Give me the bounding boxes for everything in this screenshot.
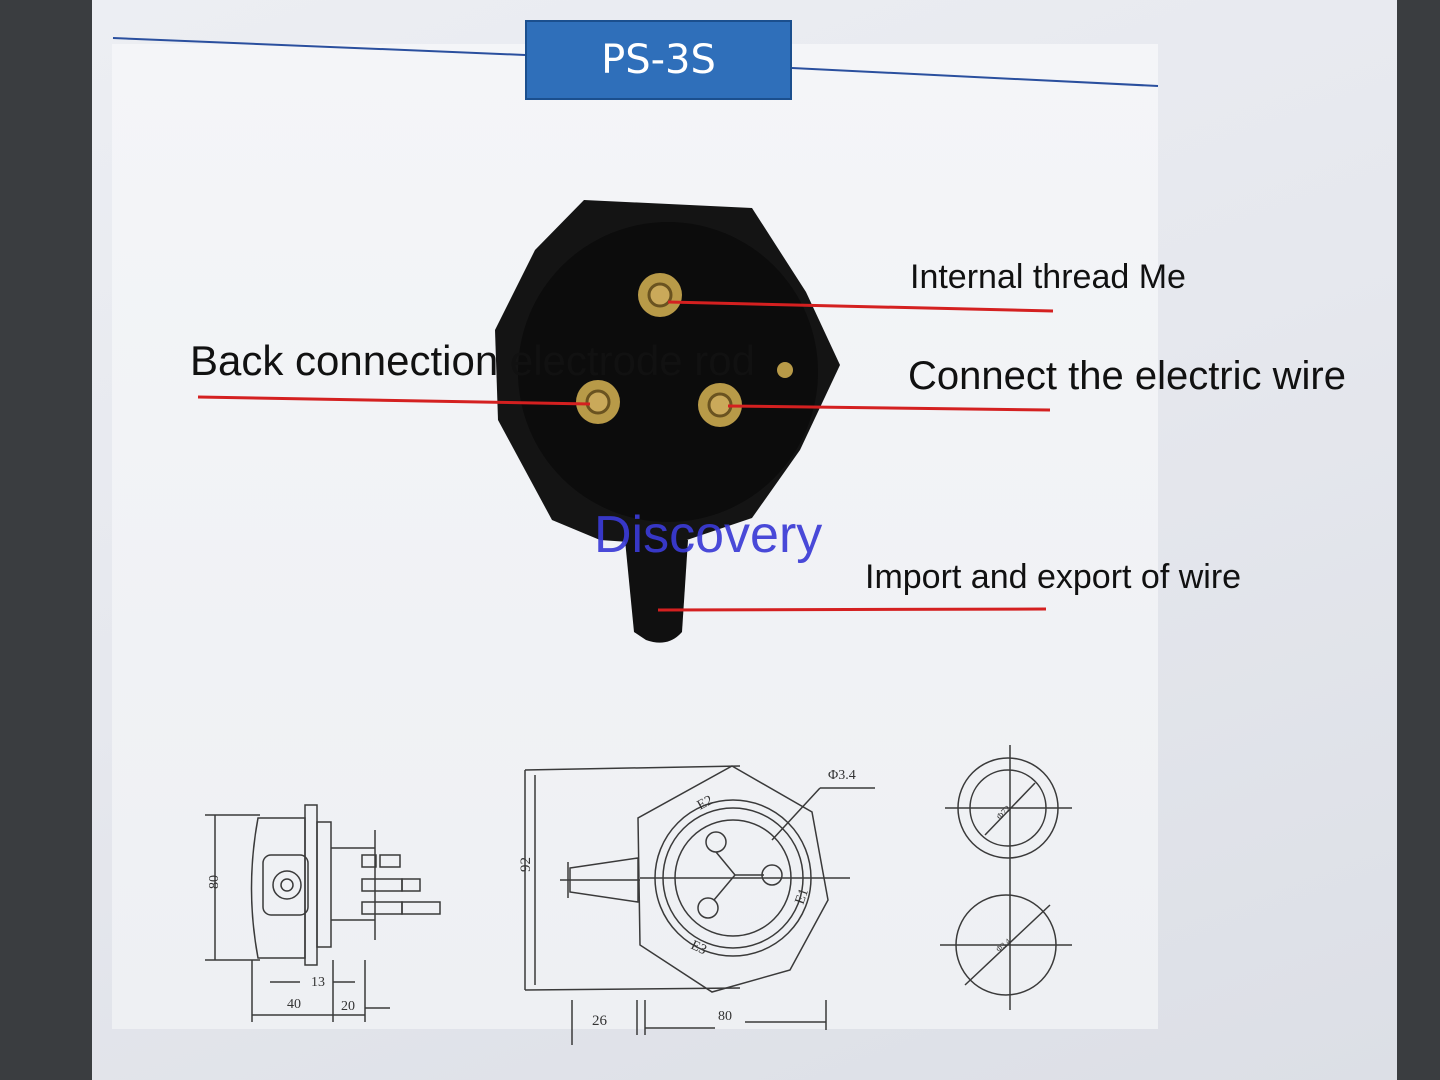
front-dim-80: 80 xyxy=(718,1009,732,1024)
watermark-text: Discovery xyxy=(594,506,823,564)
side-view-drawing xyxy=(205,804,441,1022)
mount-views-drawing xyxy=(940,745,1072,1010)
callout-back-connection: Back connection electrode rod xyxy=(190,337,756,384)
label-e2: E2 xyxy=(695,793,716,814)
label-e1: E1 xyxy=(793,887,812,907)
connector-photo xyxy=(495,200,840,643)
leader-lines xyxy=(197,300,1054,612)
side-dim-40: 40 xyxy=(287,997,301,1012)
label-e3: E3 xyxy=(688,938,708,958)
front-dim-height: 92 xyxy=(518,857,534,872)
front-hole-dim: Φ3.4 xyxy=(828,768,856,783)
page-title: PS-3S xyxy=(525,20,792,100)
callout-connect-wire: Connect the electric wire xyxy=(908,354,1346,398)
callout-import-export: Import and export of wire xyxy=(865,558,1242,596)
side-dim-13: 13 xyxy=(311,975,325,990)
side-dim-20: 20 xyxy=(341,999,355,1014)
callout-internal-thread: Internal thread Me xyxy=(910,258,1186,296)
mount-screw xyxy=(777,362,793,378)
terminal-top xyxy=(638,273,682,317)
front-view-drawing xyxy=(524,765,875,1045)
front-dim-26: 26 xyxy=(592,1013,608,1029)
title-rule-left xyxy=(112,37,526,56)
side-dim-height: 80 xyxy=(207,875,222,889)
title-rule-right xyxy=(791,67,1159,87)
terminal-left xyxy=(576,380,620,424)
